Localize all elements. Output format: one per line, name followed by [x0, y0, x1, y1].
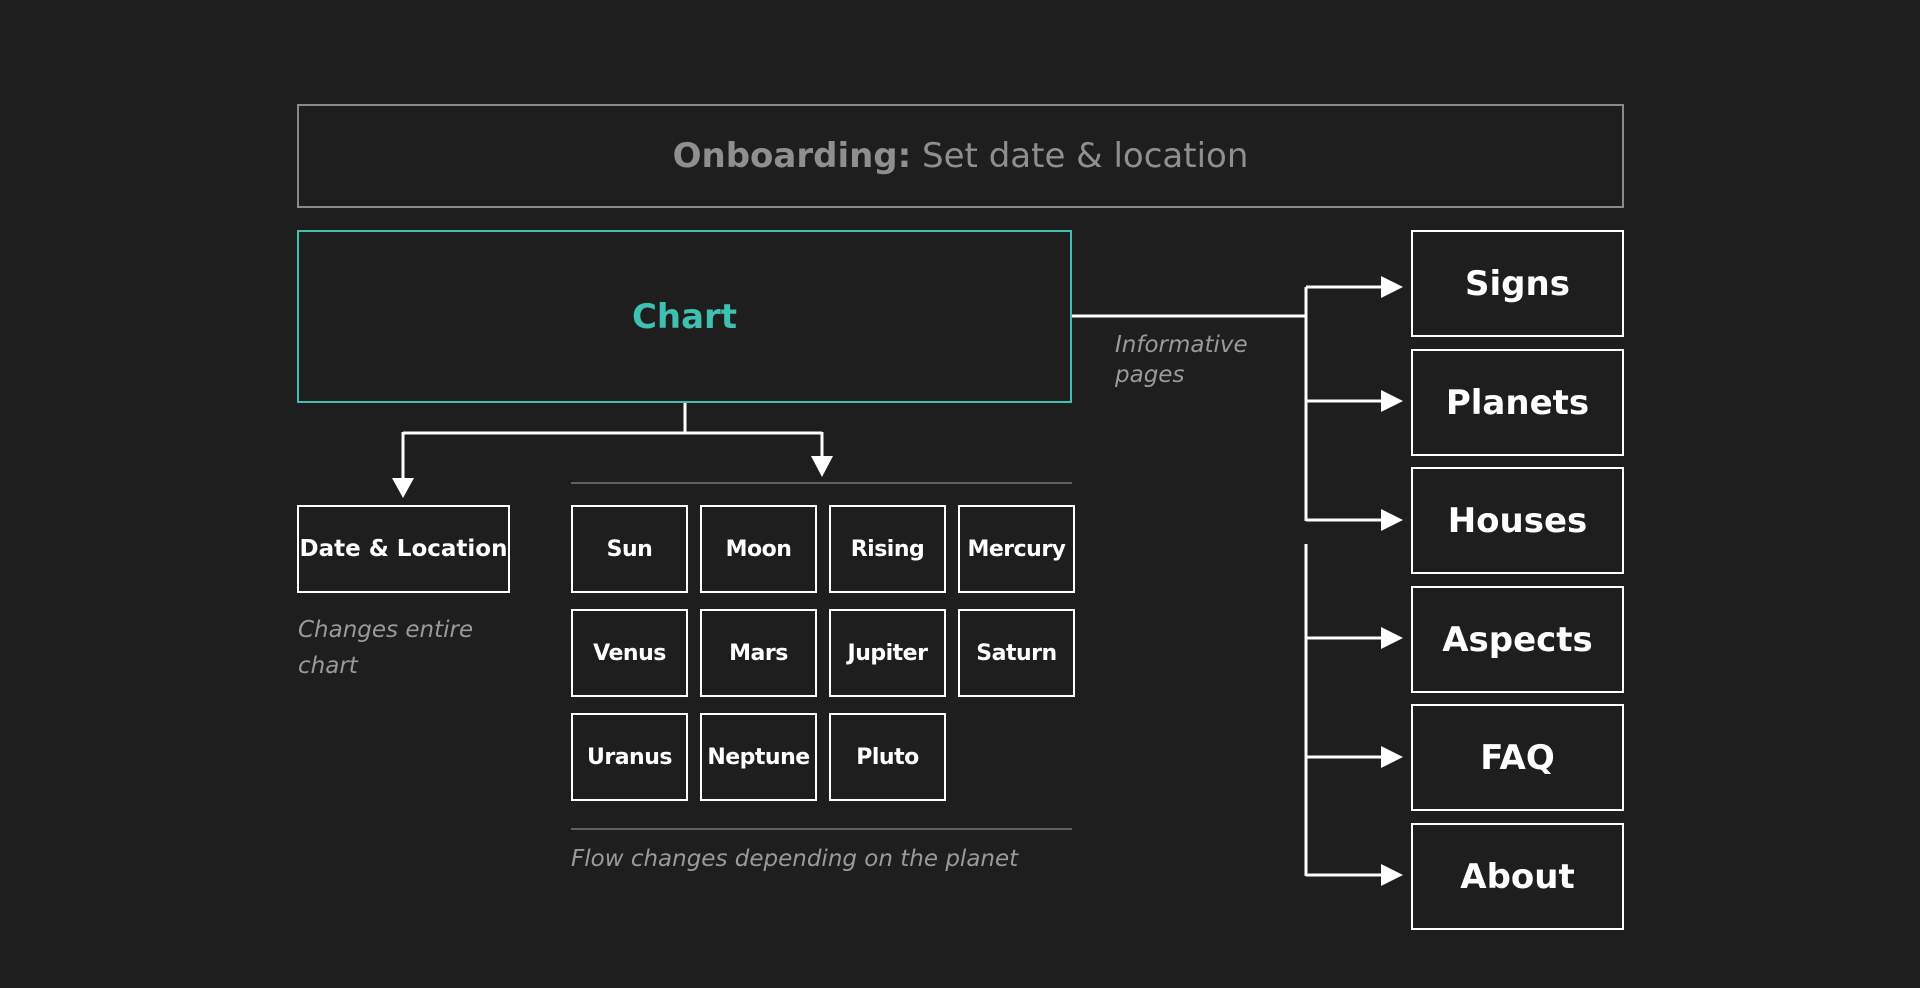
planet-label: Uranus	[587, 744, 672, 770]
planets-flow-note: Flow changes depending on the planet	[571, 846, 1019, 872]
planet-box-rising[interactable]: Rising	[829, 505, 946, 593]
date-location-box[interactable]: Date & Location	[297, 505, 510, 593]
planet-box-moon[interactable]: Moon	[700, 505, 817, 593]
planet-label: Pluto	[856, 744, 919, 770]
chart-label: Chart	[631, 296, 738, 337]
onboarding-title-bold: Onboarding:	[672, 136, 912, 176]
planet-box-mars[interactable]: Mars	[700, 609, 817, 697]
planet-label: Moon	[725, 536, 792, 562]
page-label: FAQ	[1480, 737, 1555, 778]
planet-label: Sun	[606, 536, 653, 562]
planet-label: Mercury	[967, 536, 1066, 562]
page-label: Signs	[1465, 263, 1570, 304]
page-box-houses[interactable]: Houses	[1411, 467, 1624, 574]
planet-box-venus[interactable]: Venus	[571, 609, 688, 697]
page-arrows	[1306, 276, 1403, 886]
planet-label: Venus	[593, 640, 666, 666]
page-label: Houses	[1447, 500, 1588, 541]
onboarding-box[interactable]: Onboarding: Set date & location	[297, 104, 1624, 208]
page-label: Aspects	[1442, 619, 1593, 660]
planet-label: Mars	[729, 640, 788, 666]
planet-box-jupiter[interactable]: Jupiter	[829, 609, 946, 697]
planet-label: Neptune	[707, 744, 810, 770]
planet-box-uranus[interactable]: Uranus	[571, 713, 688, 801]
page-label: Planets	[1445, 382, 1590, 423]
date-location-note: Changes entire chart	[298, 617, 474, 679]
chart-box[interactable]: Chart	[297, 230, 1072, 403]
page-box-about[interactable]: About	[1411, 823, 1624, 930]
planet-label: Saturn	[976, 640, 1057, 666]
page-box-faq[interactable]: FAQ	[1411, 704, 1624, 811]
page-label: About	[1460, 856, 1575, 897]
page-box-aspects[interactable]: Aspects	[1411, 586, 1624, 693]
page-box-signs[interactable]: Signs	[1411, 230, 1624, 337]
arrowhead-date-location	[392, 478, 414, 498]
planet-box-pluto[interactable]: Pluto	[829, 713, 946, 801]
informative-pages-label: Informative pages	[1115, 332, 1248, 388]
onboarding-title-rest: Set date & location	[911, 136, 1249, 176]
planet-box-mercury[interactable]: Mercury	[958, 505, 1075, 593]
planet-label: Jupiter	[847, 640, 928, 666]
planet-box-saturn[interactable]: Saturn	[958, 609, 1075, 697]
date-location-label: Date & Location	[299, 536, 508, 562]
planet-label: Rising	[850, 536, 925, 562]
planet-box-sun[interactable]: Sun	[571, 505, 688, 593]
planet-box-neptune[interactable]: Neptune	[700, 713, 817, 801]
page-box-planets[interactable]: Planets	[1411, 349, 1624, 456]
arrowhead-planets	[811, 456, 833, 477]
